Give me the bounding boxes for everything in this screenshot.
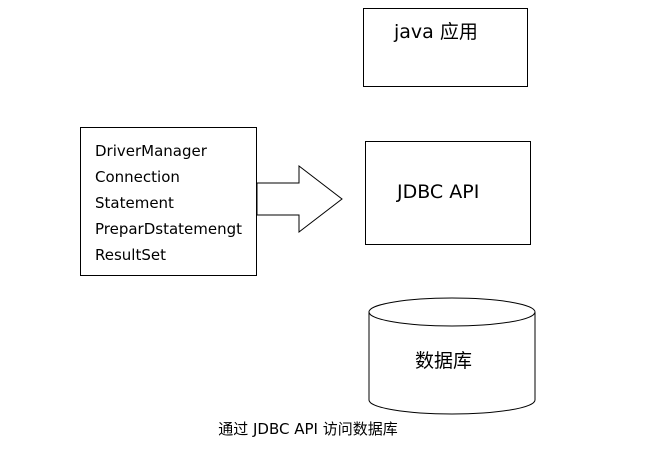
interfaces-list: DriverManager Connection Statement Prepa… <box>95 138 242 268</box>
java-app-box: java 应用 <box>363 8 528 87</box>
jdbc-api-label: JDBC API <box>397 181 480 203</box>
caption-text: 通过 JDBC API 访问数据库 <box>218 420 398 438</box>
diagram-caption: 通过 JDBC API 访问数据库 <box>0 418 662 439</box>
list-item: Connection <box>95 168 180 186</box>
arrow <box>256 164 343 234</box>
database-label: 数据库 <box>415 350 473 372</box>
list-item: Statement <box>95 194 174 212</box>
list-item: PreparDstatemengt <box>95 220 243 238</box>
java-app-label: java 应用 <box>394 21 478 43</box>
database-cylinder <box>368 297 536 415</box>
jdbc-api-box: JDBC API <box>365 141 531 245</box>
list-item: DriverManager <box>95 142 207 160</box>
list-item: ResultSet <box>95 246 166 264</box>
interfaces-box: DriverManager Connection Statement Prepa… <box>80 127 257 276</box>
